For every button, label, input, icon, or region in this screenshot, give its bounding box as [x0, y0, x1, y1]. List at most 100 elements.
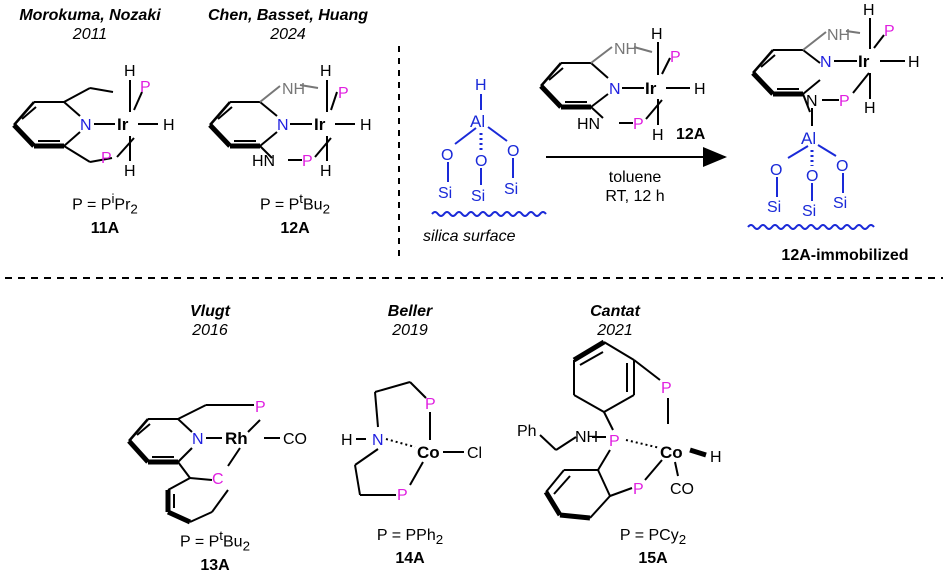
atom-H: H	[651, 26, 663, 43]
authors-14A: Beller	[387, 303, 433, 320]
year-11A: 2011	[72, 26, 108, 43]
complex-15A-structure	[539, 339, 707, 521]
atom-N: N	[820, 54, 832, 71]
atom-P: P	[609, 433, 620, 450]
complex-11A-structure	[12, 80, 158, 163]
pdef-13A: P = PtBu2 13A	[150, 526, 280, 575]
atom-Ir: Ir	[117, 115, 129, 134]
authors-11A: Morokuma, Nozaki	[19, 7, 161, 24]
atom-P: P	[633, 116, 644, 133]
atom-N: N	[192, 431, 204, 448]
label-13A: 13A	[200, 556, 230, 574]
atom-P: P	[633, 481, 644, 498]
authors-12A: Chen, Basset, Huang	[207, 7, 369, 24]
caption-11A: Morokuma, Nozaki 2011	[10, 6, 170, 44]
atom-P: P	[397, 487, 408, 504]
label-12A: 12A	[280, 219, 310, 237]
atom-H: H	[320, 163, 332, 180]
silica-al-site	[431, 94, 547, 217]
label-11A: 11A	[90, 219, 120, 237]
atom-N: N	[277, 117, 289, 134]
atom-H: H	[124, 163, 136, 180]
authors-13A: Vlugt	[190, 303, 230, 320]
atom-P: P	[338, 85, 349, 102]
atom-O: O	[475, 153, 487, 170]
atom-Co: Co	[660, 443, 683, 462]
atom-H: H	[908, 54, 920, 71]
atom-Co: Co	[417, 443, 440, 462]
complex-13A-structure	[127, 404, 280, 525]
atom-O: O	[806, 168, 818, 185]
atom-Ir: Ir	[314, 115, 326, 134]
caption-14A: Beller 2019	[350, 302, 470, 340]
atom-C: C	[212, 471, 224, 488]
pdef-12A: P = PtBu2 12A	[230, 189, 360, 238]
atom-N: N	[609, 81, 621, 98]
surface-label: silica surface	[423, 228, 516, 245]
year-13A: 2016	[192, 322, 228, 339]
pdef-15A: P = PCy2 15A	[588, 526, 718, 568]
atom-H: H	[710, 449, 722, 466]
atom-Si: Si	[767, 199, 781, 216]
pdef-11A: P = PiPr2 11A	[40, 189, 170, 238]
atom-P: P	[302, 153, 313, 170]
atom-H: H	[863, 2, 875, 19]
atom-P: P	[255, 399, 266, 416]
atom-HN: HN	[252, 153, 275, 170]
atom-HN: HN	[577, 116, 600, 133]
pdef-14A: P = PPh2 14A	[345, 526, 475, 568]
atom-P: P	[884, 23, 895, 40]
complex-12A-structure	[208, 80, 355, 161]
atom-NH: NH	[282, 81, 305, 98]
product-label: 12A-immobilized	[781, 247, 909, 264]
label-15A: 15A	[638, 550, 668, 568]
atom-Ph: Ph	[517, 423, 537, 440]
atom-H: H	[320, 63, 332, 80]
atom-H: H	[341, 432, 353, 449]
atom-CO: CO	[283, 431, 307, 448]
atom-H: H	[652, 127, 664, 144]
solvent-label: toluene	[609, 169, 662, 186]
atom-CO: CO	[670, 481, 694, 498]
atom-O: O	[507, 143, 519, 160]
atom-NH: NH	[575, 429, 598, 446]
reagent-12A-structure	[539, 42, 690, 125]
atom-N: N	[372, 432, 384, 449]
atom-O: O	[770, 162, 782, 179]
atom-Rh: Rh	[225, 429, 248, 448]
conditions-label: RT, 12 h	[605, 188, 664, 205]
caption-15A: Cantat 2021	[555, 302, 675, 340]
atom-Si: Si	[802, 203, 816, 220]
year-14A: 2019	[392, 322, 428, 339]
atom-H: H	[163, 117, 175, 134]
atom-P: P	[839, 93, 850, 110]
authors-15A: Cantat	[590, 303, 640, 320]
atom-O: O	[441, 147, 453, 164]
atom-Si: Si	[438, 185, 452, 202]
atom-P: P	[140, 79, 151, 96]
atom-Ir: Ir	[858, 52, 870, 71]
atom-N: N	[80, 117, 92, 134]
atom-P: P	[101, 150, 112, 167]
caption-12A: Chen, Basset, Huang 2024	[198, 6, 378, 44]
atom-H: H	[124, 63, 136, 80]
atom-H: H	[475, 77, 487, 94]
year-15A: 2021	[597, 322, 633, 339]
atom-H: H	[360, 117, 372, 134]
atom-P: P	[670, 49, 681, 66]
reagent-label: 12A	[676, 126, 706, 143]
atom-H: H	[694, 81, 706, 98]
atom-P: P	[661, 380, 672, 397]
product-12A-immobilized-structure	[747, 18, 905, 230]
atom-Al: Al	[470, 112, 485, 131]
atom-NH: NH	[827, 27, 850, 44]
atom-NH: NH	[614, 41, 637, 58]
atom-Ir: Ir	[645, 79, 657, 98]
atom-Al: Al	[801, 129, 816, 148]
caption-13A: Vlugt 2016	[150, 302, 270, 340]
year-12A: 2024	[270, 26, 306, 43]
atom-P: P	[425, 396, 436, 413]
atom-N: N	[806, 93, 818, 110]
atom-Si: Si	[504, 181, 518, 198]
